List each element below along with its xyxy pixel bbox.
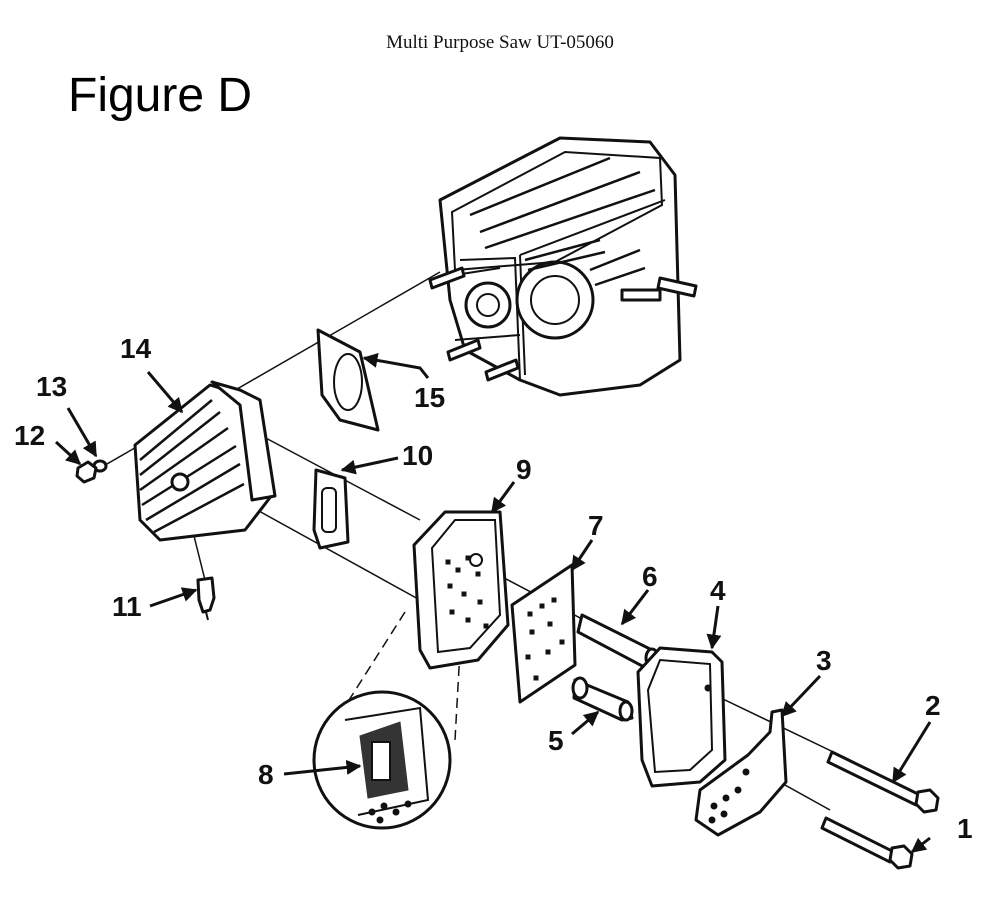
callout-13: 13: [36, 371, 67, 402]
long-screw: [826, 750, 940, 814]
callout-8: 8: [258, 759, 274, 790]
callout-14: 14: [120, 333, 152, 364]
callout-leaders: [54, 352, 932, 854]
page-header-title: Multi Purpose Saw UT-05060: [386, 32, 614, 53]
callout-7: 7: [588, 510, 604, 541]
callout-1: 1: [957, 813, 973, 844]
callout-2: 2: [925, 690, 941, 721]
callout-labels: 1 2 3 4 5 6 7 8 9 10 11 12 13 14 15: [14, 333, 973, 844]
callout-6: 6: [642, 561, 658, 592]
muffler-gasket: [312, 468, 350, 550]
callout-10: 10: [402, 440, 433, 471]
callout-5: 5: [548, 725, 564, 756]
callout-4: 4: [710, 575, 726, 606]
muffler-cover: [636, 646, 727, 788]
cylinder: [133, 380, 277, 542]
callout-11: 11: [112, 591, 142, 622]
spacer-sleeve: [576, 613, 660, 670]
spark-plug: [196, 576, 216, 621]
muffler-body: [412, 510, 510, 670]
nut: [75, 460, 98, 484]
spark-screen: [510, 563, 577, 704]
screw: [820, 816, 914, 870]
callout-9: 9: [516, 454, 532, 485]
mounting-bracket: [694, 708, 788, 837]
callout-3: 3: [816, 645, 832, 676]
detail-inset: [312, 690, 452, 830]
figure-title: Figure D: [68, 69, 253, 122]
cylinder-gasket: [316, 328, 380, 432]
callout-12: 12: [14, 420, 45, 451]
engine-crankcase: [428, 136, 698, 397]
callout-15: 15: [414, 382, 445, 413]
spacer-bushing: [571, 676, 634, 722]
